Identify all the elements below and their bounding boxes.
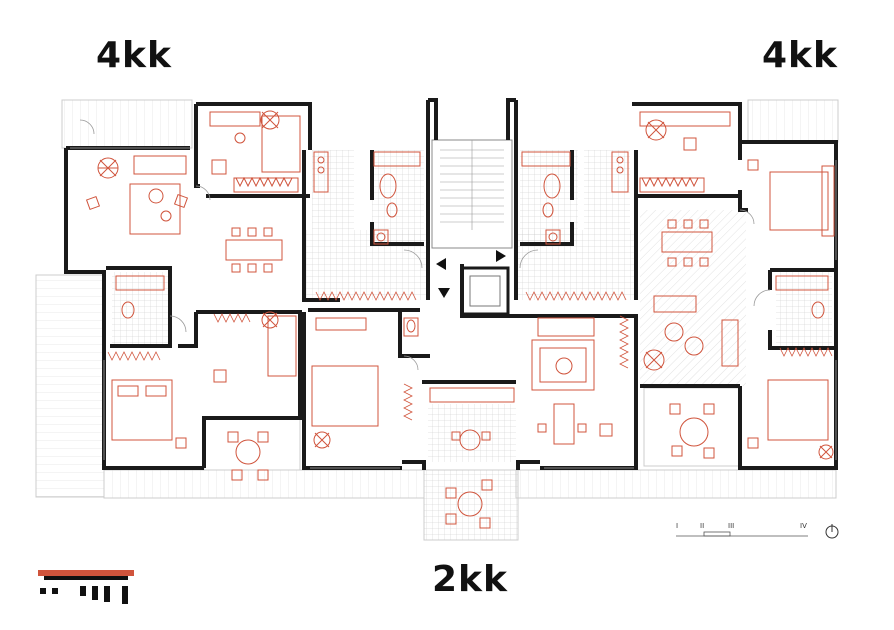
bed-left — [111, 379, 173, 441]
rug-left — [129, 183, 181, 235]
unit-label-bottom: 2kk — [432, 559, 508, 600]
kitchen-right-tiles — [584, 150, 630, 230]
furniture — [85, 110, 835, 529]
scale-tick-3: III — [728, 522, 734, 530]
plant-icon — [260, 110, 280, 130]
bath-far-right-tiles — [776, 272, 832, 346]
arrow-left-icon — [436, 258, 446, 270]
plant-icon — [645, 119, 667, 141]
unit-label-top-right: 4kk — [762, 35, 838, 76]
plant-icon — [643, 349, 665, 371]
balcony-2kk — [423, 469, 519, 541]
plant-icon — [261, 311, 279, 329]
logo-icon — [38, 570, 134, 604]
sofa-left — [133, 155, 187, 175]
terraces — [35, 99, 839, 541]
north-arrow-icon — [825, 524, 839, 539]
stair-core — [431, 139, 513, 316]
scale-tick-1: I — [676, 522, 678, 530]
rug-2kk — [531, 339, 595, 391]
scale-tick-4: IV — [800, 522, 807, 530]
tiled-floors — [112, 150, 832, 462]
loggia-right — [643, 387, 741, 467]
bed-right-top — [769, 171, 829, 231]
plant-icon — [97, 157, 119, 179]
terrace-top-left — [61, 99, 193, 149]
bed-right-bottom — [767, 379, 829, 441]
terrace-bottom-left — [103, 469, 425, 499]
bed-2kk — [311, 365, 379, 427]
bath-far-left-tiles — [112, 272, 168, 346]
arrow-right-icon — [496, 250, 506, 262]
terrace-bottom-right — [515, 469, 837, 499]
loggia-left — [203, 417, 301, 471]
scale-bar: I II III IV — [676, 522, 808, 537]
terrace-left — [35, 274, 105, 498]
kitchen-2kk-tiles — [428, 404, 516, 462]
living-right-parquet — [640, 210, 746, 386]
unit-label-top-left: 4kk — [96, 35, 172, 76]
arrow-down-icon — [438, 288, 450, 298]
windows — [70, 147, 837, 469]
plant-icon — [313, 431, 331, 449]
scale-tick-2: II — [700, 522, 704, 530]
plant-icon — [818, 444, 834, 460]
terrace-top-right — [747, 99, 839, 143]
sofa-2kk — [537, 317, 595, 337]
kitchen-left-tiles — [312, 150, 354, 230]
door-swings — [79, 119, 771, 371]
